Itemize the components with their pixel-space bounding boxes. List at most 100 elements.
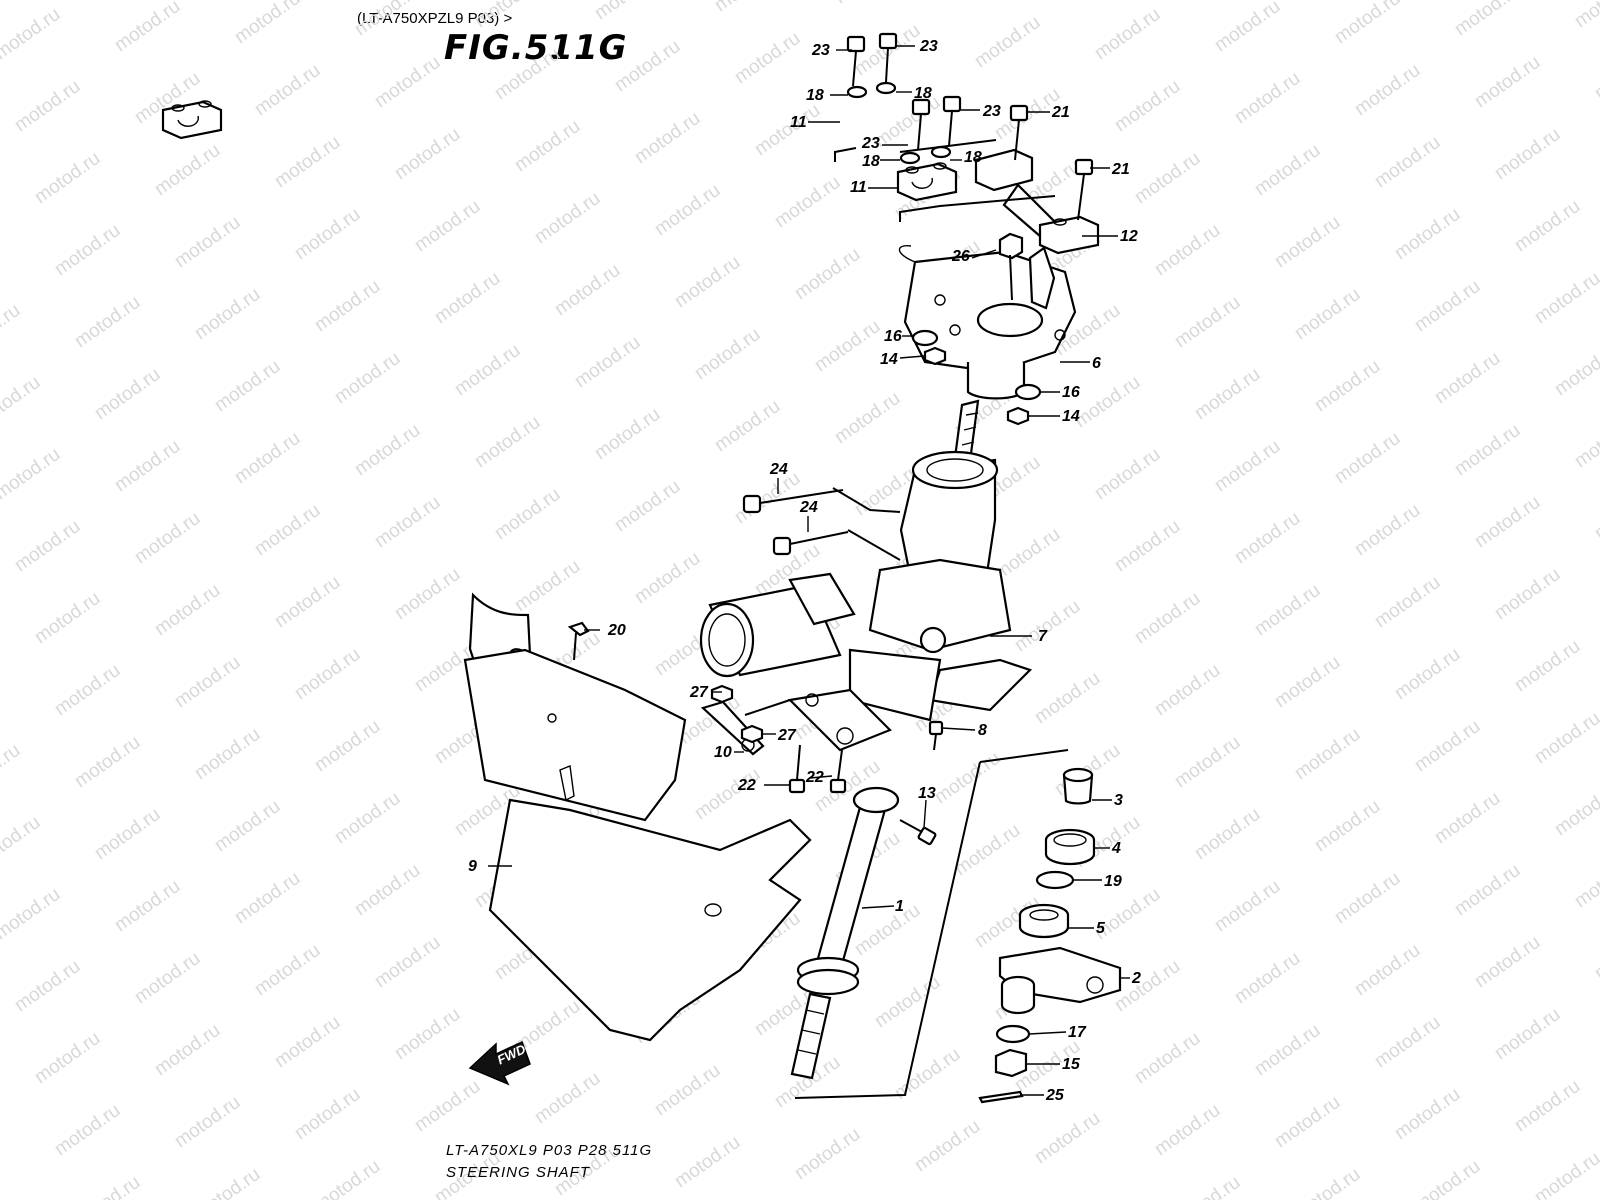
callout-23: 23: [982, 103, 1001, 120]
watermark-text: motod.ru: [1531, 708, 1600, 768]
callout-23: 23: [861, 135, 880, 152]
bolt-21-pair: [1009, 104, 1094, 221]
watermark-text: motod.ru: [371, 932, 444, 992]
watermark-text: motod.ru: [1151, 660, 1224, 720]
watermark-text: motod.ru: [1271, 212, 1344, 272]
watermark-text: motod.ru: [1591, 44, 1600, 104]
watermark-text: motod.ru: [1151, 1100, 1224, 1160]
watermark-text: motod.ru: [831, 0, 904, 8]
callout-27: 27: [777, 727, 797, 744]
watermark-text: motod.ru: [1251, 580, 1324, 640]
watermark-text: motod.ru: [51, 660, 124, 720]
watermark-text: motod.ru: [31, 148, 104, 208]
seal-4: [1044, 828, 1096, 866]
watermark-text: motod.ru: [1391, 204, 1464, 264]
watermark-text: motod.ru: [251, 60, 324, 120]
callout-12: 12: [1120, 228, 1138, 245]
watermark-text: motod.ru: [1211, 436, 1284, 496]
watermark-text: motod.ru: [51, 220, 124, 280]
watermark-text: motod.ru: [1331, 0, 1404, 48]
watermark-text: motod.ru: [571, 332, 644, 392]
watermark-text: motod.ru: [1151, 220, 1224, 280]
model-header: (LT-A750XPZL9 P03) >: [357, 10, 513, 27]
watermark-text: motod.ru: [1191, 804, 1264, 864]
watermark-text: motod.ru: [351, 0, 424, 40]
watermark-text: motod.ru: [1351, 60, 1424, 120]
watermark-text: motod.ru: [1311, 796, 1384, 856]
watermark-text: motod.ru: [231, 868, 304, 928]
watermark-text: motod.ru: [291, 1084, 364, 1144]
watermark-text: motod.ru: [1171, 732, 1244, 792]
watermark-text: motod.ru: [71, 1172, 144, 1200]
watermark-text: motod.ru: [811, 316, 884, 376]
section-name: STEERING SHAFT: [446, 1164, 591, 1181]
eps-motor: [699, 572, 856, 678]
watermark-text: motod.ru: [1411, 1156, 1484, 1200]
watermark-text: motod.ru: [0, 444, 64, 504]
watermark-text: motod.ru: [251, 500, 324, 560]
watermark-text: motod.ru: [671, 1132, 744, 1192]
steering-shaft-cover: [463, 592, 812, 1042]
callout-7: 7: [1038, 628, 1048, 645]
callout-14: 14: [880, 351, 898, 368]
callout-14: 14: [1062, 408, 1080, 425]
watermark-text: motod.ru: [411, 1076, 484, 1136]
watermark-text: motod.ru: [1171, 1172, 1244, 1200]
watermark-text: motod.ru: [591, 404, 664, 464]
callout-13: 13: [918, 785, 936, 802]
callout-17: 17: [1068, 1024, 1087, 1041]
watermark-text: motod.ru: [1131, 148, 1204, 208]
watermark-text: motod.ru: [611, 476, 684, 536]
watermark-text: motod.ru: [1031, 668, 1104, 728]
callout-18: 18: [806, 87, 824, 104]
watermark-text: motod.ru: [1031, 1108, 1104, 1168]
watermark-text: motod.ru: [1391, 644, 1464, 704]
watermark-text: motod.ru: [531, 1068, 604, 1128]
watermark-text: motod.ru: [131, 508, 204, 568]
watermark-text: motod.ru: [711, 0, 784, 16]
watermark-text: motod.ru: [1351, 940, 1424, 1000]
watermark-text: motod.ru: [0, 4, 64, 64]
eps-housing: [848, 450, 1033, 722]
watermark-text: motod.ru: [611, 36, 684, 96]
callout-19: 19: [1104, 873, 1122, 890]
watermark-text: motod.ru: [1471, 492, 1544, 552]
watermark-text: motod.ru: [391, 124, 464, 184]
watermark-text: motod.ru: [0, 300, 24, 360]
steering-post-bracket: [898, 245, 1077, 400]
callout-10: 10: [714, 744, 732, 761]
callout-27: 27: [689, 684, 709, 701]
callout-21: 21: [1111, 161, 1130, 178]
watermark-text: motod.ru: [331, 788, 404, 848]
callout-2: 2: [1131, 970, 1141, 987]
watermark-text: motod.ru: [1411, 716, 1484, 776]
watermark-text: motod.ru: [51, 1100, 124, 1160]
watermark-text: motod.ru: [911, 1116, 984, 1176]
bushing-3: [1062, 767, 1094, 805]
watermark-text: motod.ru: [171, 212, 244, 272]
watermark-text: motod.ru: [0, 740, 24, 800]
group-brackets-top: [834, 139, 1056, 222]
watermark-text: motod.ru: [1331, 868, 1404, 928]
watermark-text: motod.ru: [631, 108, 704, 168]
watermark-text: motod.ru: [651, 1060, 724, 1120]
watermark-text: motod.ru: [0, 228, 4, 288]
watermark-text: motod.ru: [0, 372, 44, 432]
bolts-22: [788, 744, 847, 794]
watermark-text: motod.ru: [1311, 356, 1384, 416]
watermark-text: motod.ru: [1091, 4, 1164, 64]
screw-20: [567, 621, 590, 661]
watermark-text: motod.ru: [791, 244, 864, 304]
watermark-text: motod.ru: [31, 588, 104, 648]
watermark-text: motod.ru: [331, 348, 404, 408]
watermark-text: motod.ru: [1591, 484, 1600, 544]
watermark-text: motod.ru: [1531, 1148, 1600, 1200]
watermark-text: motod.ru: [351, 420, 424, 480]
watermark-text: motod.ru: [11, 516, 84, 576]
watermark-text: motod.ru: [391, 564, 464, 624]
watermark-text: motod.ru: [1111, 76, 1184, 136]
watermark-text: motod.ru: [551, 260, 624, 320]
watermark-text: motod.ru: [1371, 572, 1444, 632]
watermark-text: motod.ru: [1591, 924, 1600, 984]
